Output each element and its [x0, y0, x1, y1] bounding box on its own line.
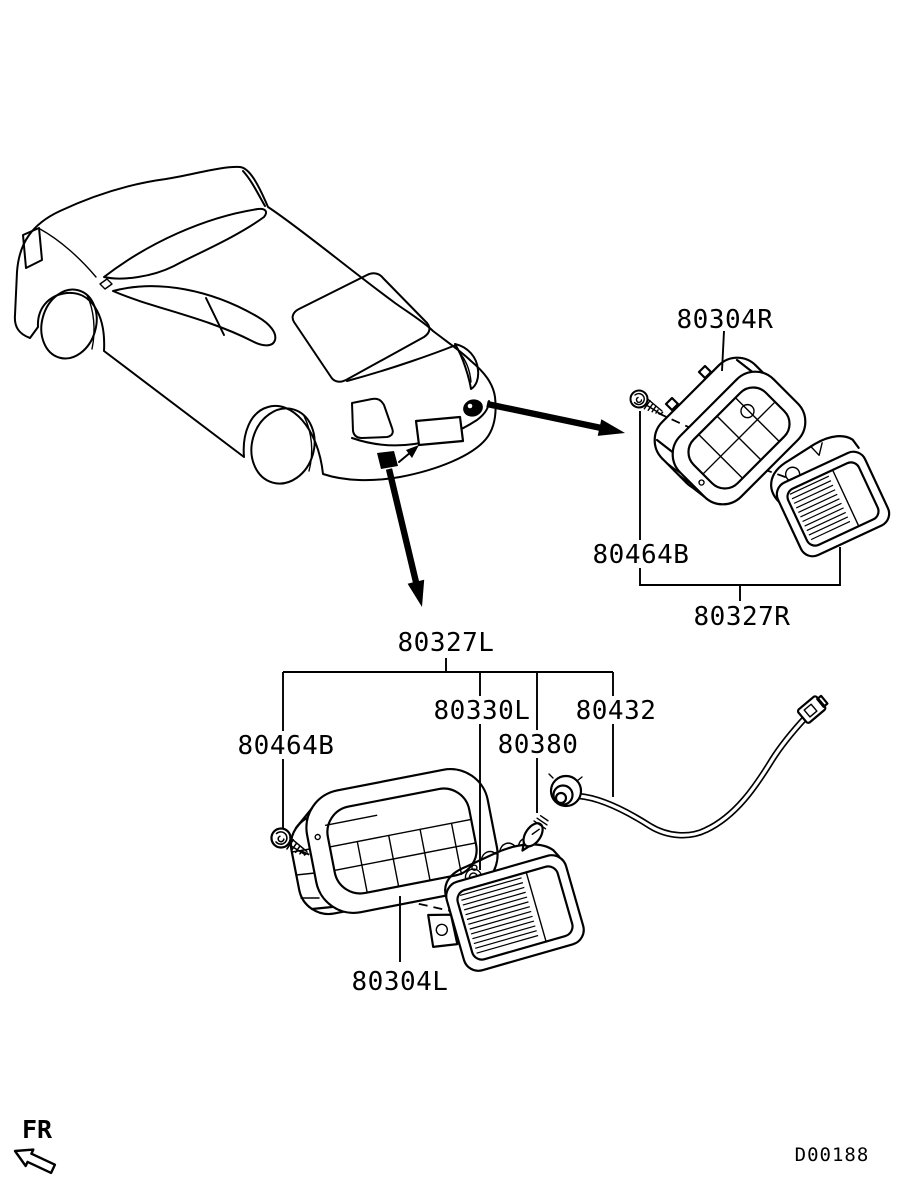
windshield-band	[103, 207, 267, 280]
label-mask	[570, 696, 662, 724]
part-label-80327L[interactable]: 80327L	[398, 628, 495, 658]
license-plate	[414, 415, 465, 447]
tail-lamp-outline	[351, 397, 394, 439]
headlamp	[22, 227, 43, 269]
harness-80432-drawing	[548, 694, 829, 839]
rear-lamp-mark-left	[377, 451, 398, 469]
label-mask	[492, 730, 584, 758]
door-mirror	[99, 278, 113, 290]
label-mask	[428, 696, 536, 724]
quarter-vent-inner	[458, 351, 472, 383]
part-label-80304R[interactable]: 80304R	[677, 305, 774, 335]
fr-label: FR	[22, 1115, 53, 1144]
car-body-outline	[13, 165, 497, 482]
rear-window	[291, 272, 431, 383]
part-label-80432[interactable]: 80432	[576, 696, 657, 726]
side-windows	[112, 285, 277, 347]
shoulder-line	[346, 344, 457, 382]
hood-line	[39, 228, 97, 278]
quarter-vent	[454, 343, 480, 390]
screw-icon-left	[270, 827, 309, 857]
part-label-80464B-right[interactable]: 80464B	[593, 540, 690, 570]
part-label-80304L[interactable]: 80304L	[352, 967, 449, 997]
left-assembly-drawing	[270, 658, 829, 972]
explode-arrow-down	[385, 468, 425, 607]
fr-direction-mark: FR	[13, 1115, 57, 1175]
part-label-80327R[interactable]: 80327R	[694, 602, 791, 632]
bulb-80380-drawing	[521, 815, 549, 852]
bumper-top-line	[351, 400, 490, 447]
fr-arrow-icon	[13, 1148, 57, 1175]
axis-dashed-right-lamp	[734, 458, 789, 479]
c-pillar-line	[242, 170, 266, 207]
screw-icon-right	[629, 389, 664, 416]
bracket-80304r-ring	[671, 370, 807, 506]
front-wheel-rim	[86, 294, 95, 350]
axis-dashed-left-screw	[300, 850, 349, 873]
harness-wire-inner	[577, 715, 808, 837]
lamp-80330l-drawing	[427, 837, 585, 972]
diagram-code: D00188	[795, 1144, 870, 1166]
car-illustration	[13, 165, 497, 485]
rear-wheel-rim	[303, 415, 313, 472]
front-wheel	[40, 288, 98, 360]
right-assembly-drawing	[629, 330, 891, 601]
label-mask	[587, 540, 695, 568]
rear-lamp-mark-right	[463, 399, 483, 417]
label-mask	[232, 731, 340, 759]
lamp-80327r-drawing	[770, 435, 891, 558]
part-label-80380[interactable]: 80380	[498, 730, 579, 760]
explode-arrow-right	[486, 400, 625, 436]
part-label-80330L[interactable]: 80330L	[434, 696, 531, 726]
part-label-80464B-left[interactable]: 80464B	[238, 731, 335, 761]
leader-lines-right	[639, 330, 841, 601]
rear-lamp-mark-right-dot	[467, 403, 473, 409]
rear-wheel	[250, 407, 316, 485]
location-pointer-head	[406, 445, 419, 458]
side-window-divider	[205, 297, 225, 336]
